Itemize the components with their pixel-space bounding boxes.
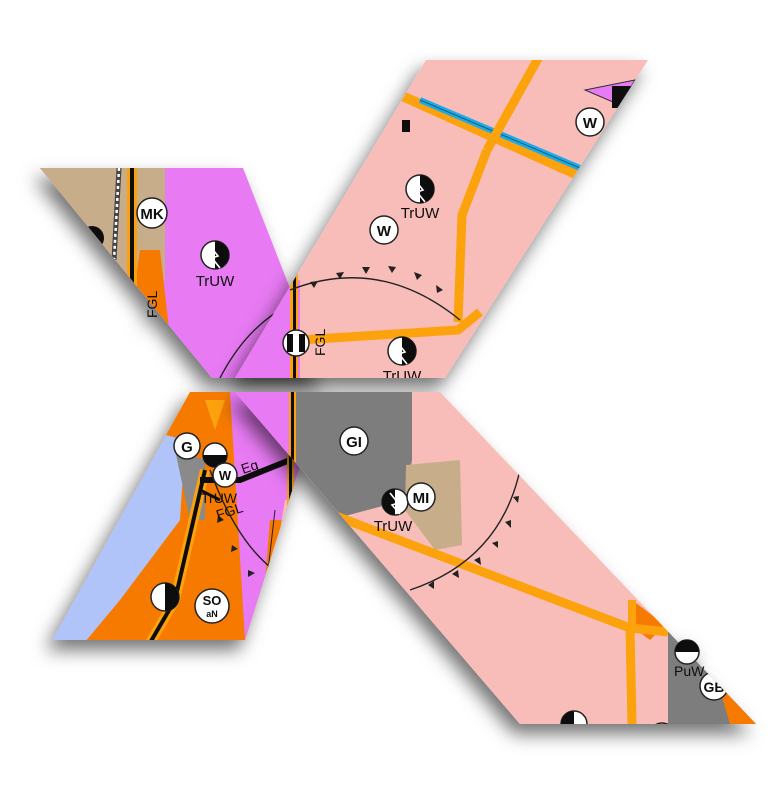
svg-text:TrUW: TrUW — [401, 205, 440, 222]
zone-symbol-so: SO aN — [194, 588, 230, 624]
svg-text:GB: GB — [704, 679, 725, 695]
map-tile-top-right: W TrUW W TrUW FGL — [235, 60, 648, 385]
railway-line — [130, 168, 134, 378]
road — [318, 505, 632, 633]
svg-text:aN: aN — [206, 609, 218, 619]
railway-station-symbol — [282, 329, 310, 357]
zone-symbol-w: W — [369, 215, 399, 245]
svg-text:MI: MI — [413, 490, 430, 507]
road — [453, 148, 492, 323]
facility-symbol-truw: TrUW — [401, 174, 440, 222]
zone-symbol-w: W — [212, 462, 238, 488]
svg-text:W: W — [583, 115, 598, 132]
road — [299, 308, 483, 345]
zone-symbol-w: W — [575, 107, 605, 137]
road — [625, 627, 637, 724]
svg-text:TrUW: TrUW — [196, 273, 235, 290]
zone-symbol-gi: GI — [339, 426, 369, 456]
svg-text:GI: GI — [346, 434, 362, 451]
zone-symbol-mk: MK — [136, 197, 168, 229]
facility-label: TrUW — [201, 490, 238, 506]
svg-text:PuW: PuW — [674, 663, 705, 679]
facility-symbol-truw: TrUW — [196, 240, 235, 290]
road-label: Eg — [239, 456, 260, 477]
map-tile-bottom-right: GI TrUW MI PuW GB — [235, 392, 756, 724]
svg-text:TrUW: TrUW — [383, 368, 422, 385]
svg-text:TrUW: TrUW — [374, 518, 413, 535]
road — [397, 90, 603, 190]
svg-text:W: W — [219, 468, 232, 483]
railway-station-symbol — [150, 582, 180, 612]
road-label: FGL — [144, 291, 160, 318]
svg-text:W: W — [377, 223, 392, 240]
svg-text:G: G — [181, 439, 193, 456]
facility-symbol — [560, 710, 676, 724]
district-border — [409, 469, 521, 591]
road-label: FGL — [312, 329, 328, 356]
svg-text:MK: MK — [140, 206, 163, 223]
zone-symbol-g: G — [173, 432, 201, 460]
facility-symbol-puw: PuW — [674, 639, 705, 679]
facility-symbol-truw: TrUW — [383, 336, 422, 385]
zone-symbol-mi: MI — [406, 482, 436, 512]
road — [483, 60, 544, 153]
zone-symbol-gb: GB — [699, 671, 729, 701]
svg-text:SO: SO — [203, 593, 222, 608]
